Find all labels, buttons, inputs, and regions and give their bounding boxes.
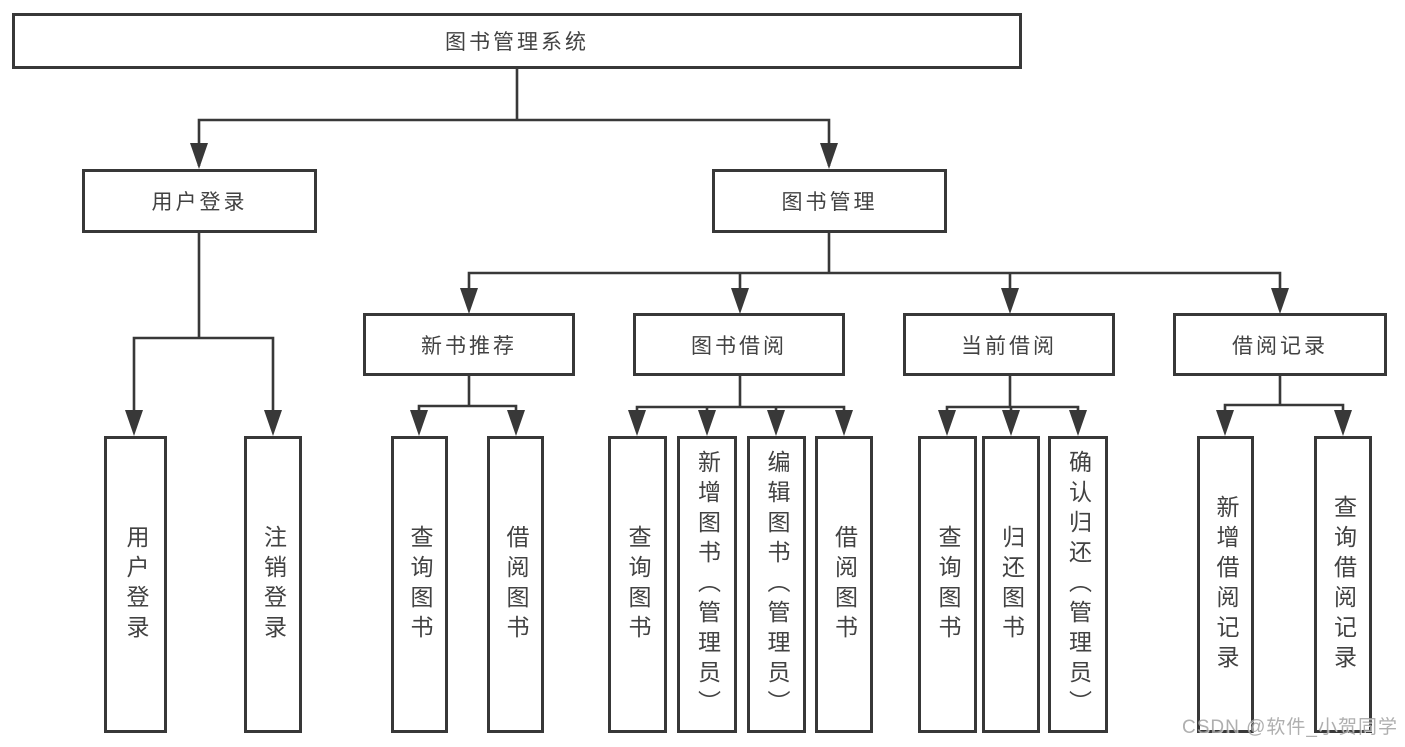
leaf-label: 借阅图书: [831, 524, 858, 645]
leaf-logout: 注销登录: [244, 436, 302, 733]
node-root: 图书管理系统: [12, 13, 1022, 69]
leaf-label: 查询借阅记录: [1330, 494, 1357, 675]
leaf-add-book-admin: 新增图书（管理员）: [677, 436, 737, 733]
leaf-query-borrow-record: 查询借阅记录: [1314, 436, 1372, 733]
leaf-query-books-current: 查询图书: [918, 436, 977, 733]
leaf-label: 用户登录: [123, 524, 149, 645]
node-borrow-records: 借阅记录: [1173, 313, 1387, 376]
node-book-management: 图书管理: [712, 169, 947, 233]
leaf-borrow-books: 借阅图书: [815, 436, 873, 733]
leaf-label: 借阅图书: [503, 524, 529, 645]
arrowheads: [125, 143, 1352, 436]
leaf-label: 查询图书: [407, 524, 433, 645]
leaf-label: 新增借阅记录: [1213, 494, 1239, 675]
leaf-edit-book-admin: 编辑图书（管理员）: [747, 436, 806, 733]
node-book-borrow: 图书借阅: [633, 313, 845, 376]
node-current-borrow: 当前借阅: [903, 313, 1115, 376]
leaf-query-books-recommend: 查询图书: [391, 436, 448, 733]
leaf-add-borrow-record: 新增借阅记录: [1197, 436, 1254, 733]
leaf-query-books-borrow: 查询图书: [608, 436, 667, 733]
leaf-label: 注销登录: [260, 524, 287, 645]
leaf-label: 查询图书: [935, 524, 961, 645]
leaf-borrow-books-recommend: 借阅图书: [487, 436, 544, 733]
leaf-label: 归还图书: [998, 524, 1025, 645]
leaf-confirm-return-admin: 确认归还（管理员）: [1048, 436, 1108, 733]
leaf-return-book: 归还图书: [982, 436, 1040, 733]
leaf-label: 新增图书（管理员）: [694, 449, 721, 720]
leaf-label: 编辑图书（管理员）: [764, 449, 790, 720]
leaf-user-login: 用户登录: [104, 436, 167, 733]
leaf-label: 确认归还（管理员）: [1065, 449, 1092, 720]
node-user-login: 用户登录: [82, 169, 317, 233]
node-new-book-recommend: 新书推荐: [363, 313, 575, 376]
leaf-label: 查询图书: [625, 524, 651, 645]
